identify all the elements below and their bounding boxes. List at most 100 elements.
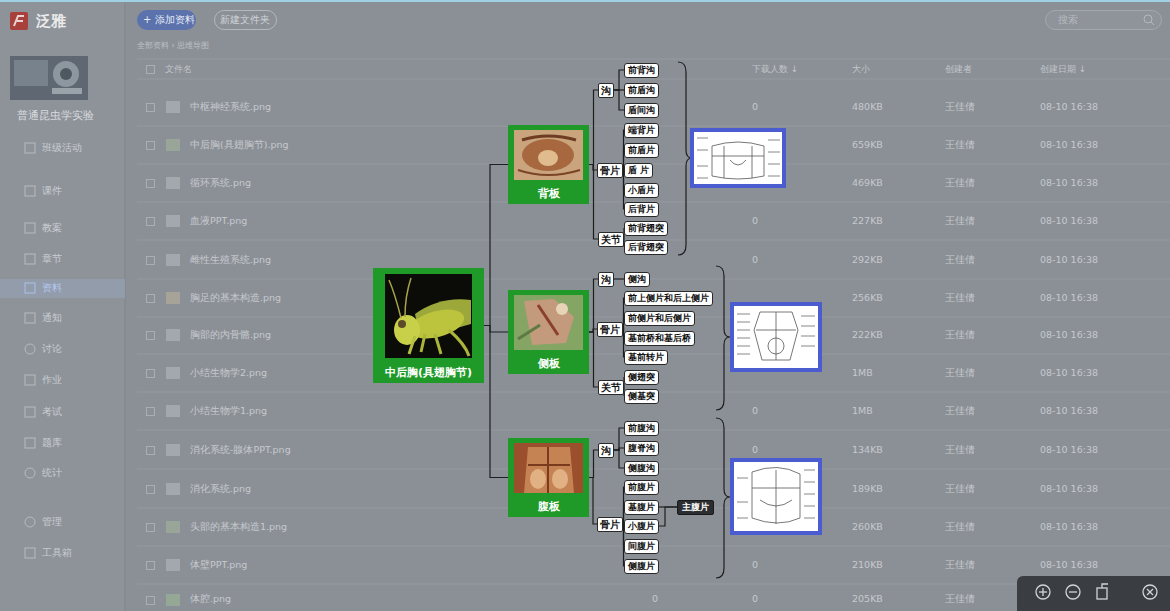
ui-label: 中后胸(具翅胸节).png (190, 138, 289, 152)
ui-label: 全部资料 › 思维导图 (137, 40, 209, 52)
ui-label: 王佳倩 (945, 520, 975, 534)
figure-panel (732, 460, 820, 533)
node-text: 小盾片 (628, 185, 655, 196)
tree-connector (484, 326, 508, 333)
ui-label: 256KB (852, 291, 883, 305)
tree-connector (484, 326, 508, 478)
category-box: 骨片 (597, 322, 623, 337)
node-text: 沟 (601, 85, 611, 96)
row-checkboxes (147, 66, 155, 605)
ui-label: 统计 (42, 466, 62, 480)
group-box: 主腹片 (677, 500, 714, 515)
ui-label: 作业 (42, 373, 62, 387)
ui-label: 王佳倩 (945, 176, 975, 190)
ui-label: 王佳倩 (945, 100, 975, 114)
node-text: 背板 (538, 187, 560, 204)
leaf-box: 盾 片 (624, 163, 653, 178)
toolbar-buttons (137, 10, 1162, 30)
tree-connector (614, 428, 624, 450)
leaf-box: 侧基突 (624, 389, 659, 404)
leaf-box: 侧腹沟 (624, 461, 659, 476)
node-text: 侧沟 (628, 274, 646, 285)
category-box: 沟 (598, 272, 614, 287)
ui-label: 消化系统.png (190, 482, 251, 496)
node-text: 前腹片 (628, 482, 655, 493)
tree-connector (614, 70, 624, 90)
node-text: 侧翅突 (628, 372, 655, 383)
ui-label: 下载人数 ↓ (752, 63, 798, 76)
ui-label: 雌性生殖系统.png (190, 253, 271, 267)
ui-label: 泛雅 (36, 12, 66, 31)
tree-connector (659, 507, 677, 526)
ui-label: 王佳倩 (945, 404, 975, 418)
ui-label: 新建文件夹 (220, 13, 270, 27)
ui-label: 08-10 16:38 (1040, 291, 1098, 305)
ui-label: 消化系统-腺体PPT.png (190, 443, 291, 457)
ui-label: 08-10 16:38 (1040, 214, 1098, 228)
leaf-box: 后背翅突 (624, 240, 668, 255)
ui-label: 通知 (42, 311, 62, 325)
node-text: 关节 (601, 382, 621, 393)
tree-connector (589, 332, 598, 387)
ui-label: 血液PPT.png (190, 214, 247, 228)
ui-label: 210KB (852, 558, 883, 572)
node-text: 骨片 (600, 519, 620, 530)
category-box: 关节 (598, 232, 624, 247)
node-text: 主腹片 (682, 502, 709, 513)
ui-label: 课件 (42, 184, 62, 198)
node-text: 前侧片和后侧片 (628, 313, 691, 324)
tree-connector (614, 450, 624, 468)
file-thumbnails (166, 101, 180, 606)
ui-label: 胸部的内骨骼.png (190, 328, 271, 342)
ui-label: 08-10 16:38 (1040, 328, 1098, 342)
tree-connector (589, 450, 598, 478)
part-node: 侧板 (508, 290, 589, 374)
ui-label: 08-10 16:38 (1040, 253, 1098, 267)
node-text: 中后胸(具翅胸节) (385, 366, 472, 383)
ui-label: 0 (752, 214, 758, 228)
leaf-box: 间腹片 (624, 539, 659, 554)
ui-label: 205KB (852, 592, 883, 606)
ui-label: 王佳倩 (945, 366, 975, 380)
leaf-box: 前腹沟 (624, 421, 659, 436)
ui-label: 题库 (42, 436, 62, 450)
leaf-box: 盾间沟 (624, 103, 659, 118)
ui-label: 体壁PPT.png (190, 558, 247, 572)
category-box: 骨片 (597, 517, 623, 532)
ui-label: 227KB (852, 214, 883, 228)
ui-label: 0 (752, 443, 758, 457)
node-text: 前上侧片和后上侧片 (628, 293, 709, 304)
sidebar-border (125, 2, 126, 611)
ui-label: 292KB (852, 253, 883, 267)
root-node: 中后胸(具翅胸节) (373, 268, 484, 383)
node-text: 盾 片 (628, 165, 649, 176)
ui-label: 头部的基本构造1.png (190, 520, 287, 534)
ui-label: 创建者 (945, 63, 972, 76)
ui-label: 教案 (42, 221, 62, 235)
ui-label: 普通昆虫学实验 (17, 108, 94, 123)
ui-label: 0 (752, 253, 758, 267)
node-text: 侧腹片 (628, 561, 655, 572)
tree-connector (614, 90, 624, 110)
ui-label: 资料 (42, 281, 62, 295)
leaf-box: 前盾片 (624, 143, 659, 158)
node-text: 前背沟 (628, 65, 655, 76)
ui-label: 管理 (42, 515, 62, 529)
ui-label: 260KB (852, 520, 883, 534)
category-box: 沟 (598, 443, 614, 458)
node-text: 骨片 (600, 165, 620, 176)
ui-label: 王佳倩 (945, 214, 975, 228)
node-text: 前盾片 (628, 145, 655, 156)
leaf-box: 前背翅突 (624, 221, 668, 236)
ui-label: 08-10 16:38 (1040, 366, 1098, 380)
node-text: 腹板 (538, 500, 560, 517)
ui-label: 中枢神经系统.png (190, 100, 271, 114)
ui-label: 创建日期 ↓ (1040, 63, 1086, 76)
ui-label: 08-10 16:38 (1040, 520, 1098, 534)
ui-label: 王佳倩 (945, 328, 975, 342)
course-thumbnail (10, 56, 88, 100)
tree-connector (589, 90, 598, 165)
node-text: 小腹片 (628, 521, 655, 532)
